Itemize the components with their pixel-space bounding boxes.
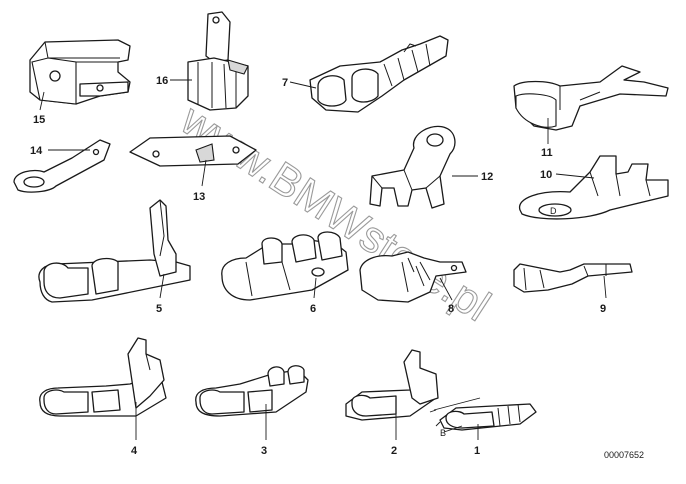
label-2: 2: [391, 445, 397, 457]
label-6: 6: [310, 303, 316, 315]
part-4-receptacle: [39, 337, 167, 417]
part-7-terminal: [309, 35, 449, 113]
leader-10: [555, 173, 595, 179]
label-15: 15: [33, 114, 45, 126]
part-14-ring-terminal: [13, 139, 111, 193]
dimension-label: B: [440, 428, 446, 438]
part-8-crimp: [359, 251, 467, 303]
part-11-fork-terminal: [513, 65, 669, 131]
label-10: 10: [540, 169, 552, 181]
part-15-bracket: [29, 39, 131, 105]
leader-5: [159, 273, 165, 299]
label-3: 3: [261, 445, 267, 457]
hole-mark: D: [550, 206, 557, 216]
part-6-receptacle: [221, 231, 349, 301]
label-13: 13: [193, 191, 205, 203]
part-9-blade: [513, 263, 633, 293]
leader-9: [603, 275, 607, 299]
part-3-receptacle: [195, 365, 309, 417]
part-16-connector: [187, 11, 249, 111]
part-13-bracket: [129, 135, 257, 167]
label-5: 5: [156, 303, 162, 315]
label-12: 12: [481, 171, 493, 183]
label-11: 11: [541, 147, 553, 159]
label-9: 9: [600, 303, 606, 315]
leader-6: [313, 277, 317, 299]
part-1-receptacle: [429, 397, 537, 433]
reference-number: 00007652: [604, 450, 644, 460]
part-5-receptacle: [38, 199, 191, 303]
label-8: 8: [448, 303, 454, 315]
leader-8: [439, 277, 453, 301]
part-12-ring-clip: [369, 125, 456, 209]
label-1: 1: [474, 445, 480, 457]
label-16: 16: [156, 75, 168, 87]
leader-7: [289, 81, 317, 89]
label-7: 7: [282, 77, 288, 89]
leader-15: [39, 91, 45, 111]
label-14: 14: [30, 145, 43, 157]
part-10-ring-terminal: D: [519, 155, 669, 220]
leader-13: [201, 159, 207, 187]
part-2-receptacle: [345, 349, 439, 421]
label-4: 4: [131, 445, 138, 457]
